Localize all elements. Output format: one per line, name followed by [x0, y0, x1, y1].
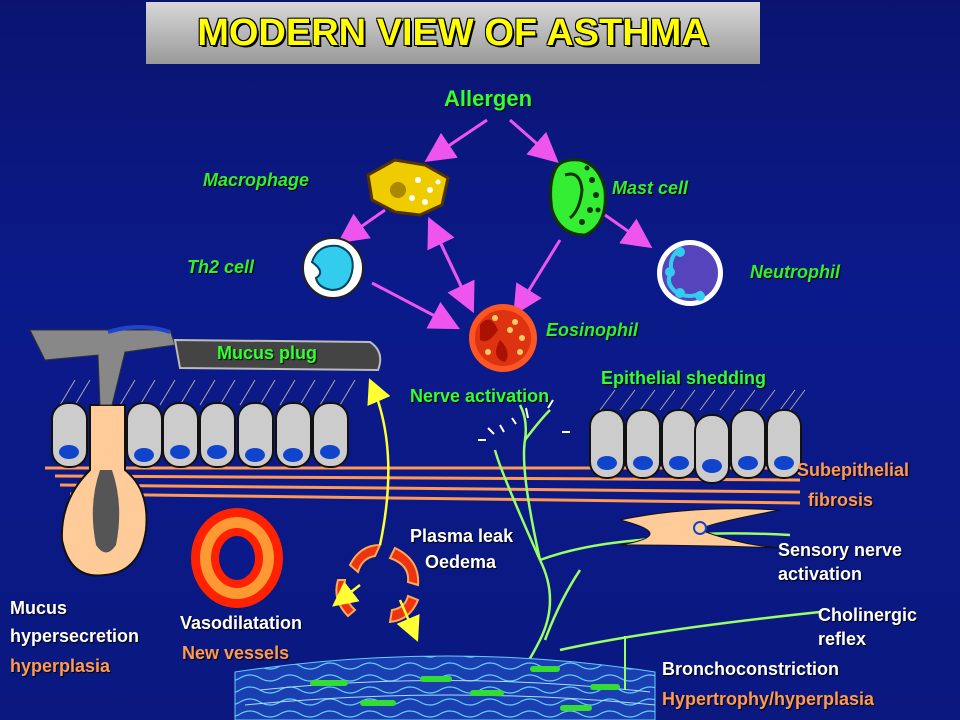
label-new-vessels: New vessels	[182, 643, 290, 663]
label-reflex: reflex	[818, 629, 867, 649]
page-title: MODERN VIEW OF ASTHMA	[197, 12, 709, 54]
label-oedema: Oedema	[425, 552, 497, 572]
label-th2-cell: Th2 cell	[187, 257, 255, 277]
mast-cell	[549, 158, 607, 237]
label-plasma-leak: Plasma leak	[410, 526, 514, 546]
allergen-arrows	[337, 118, 653, 330]
goblet-cell	[29, 325, 176, 577]
neutrophil-cell	[657, 240, 723, 306]
label-vasodilatation: Vasodilatation	[180, 613, 303, 633]
leaky-vessel	[335, 543, 420, 624]
eosinophil-cell	[469, 304, 537, 372]
label-activation: activation	[778, 564, 863, 584]
macrophage-cell	[366, 158, 450, 217]
label-sensory-nerve: Sensory nerve	[778, 540, 903, 560]
label-epithelial-shedding: Epithelial shedding	[601, 368, 767, 388]
smooth-muscle	[234, 636, 656, 720]
label-fibrosis: fibrosis	[808, 490, 874, 510]
label-neutrophil: Neutrophil	[750, 262, 840, 282]
label-mast-cell: Mast cell	[612, 178, 689, 198]
label-bronchoconstriction: Bronchoconstriction	[662, 659, 840, 679]
sensory-neuron	[619, 508, 781, 549]
label-hyperplasia: hyperplasia	[10, 656, 111, 676]
label-macrophage: Macrophage	[203, 170, 310, 190]
epithelial-cells-left	[51, 402, 349, 468]
plasma-arrows	[332, 378, 420, 642]
label-mucus-plug: Mucus plug	[217, 343, 317, 363]
nerve-sparks	[478, 399, 570, 441]
label-mucus: Mucus	[10, 598, 68, 618]
label-nerve-activation: Nerve activation	[410, 386, 550, 406]
nerve-fibres	[493, 404, 821, 686]
cilia	[59, 379, 806, 411]
label-cholinergic: Cholinergic	[818, 605, 918, 625]
title-banner: MODERN VIEW OF ASTHMA	[146, 2, 760, 64]
th2-cell	[302, 237, 364, 299]
label-allergen: Allergen	[444, 86, 533, 111]
label-hypersecretion: hypersecretion	[10, 626, 140, 646]
label-subepithelial: Subepithelial	[797, 460, 910, 480]
epithelial-cells-right	[589, 409, 802, 484]
label-eosinophil: Eosinophil	[546, 320, 638, 340]
mucus-plug-shape	[173, 338, 382, 372]
label-hypertrophy: Hypertrophy/hyperplasia	[662, 689, 875, 709]
blood-vessel	[191, 508, 283, 608]
